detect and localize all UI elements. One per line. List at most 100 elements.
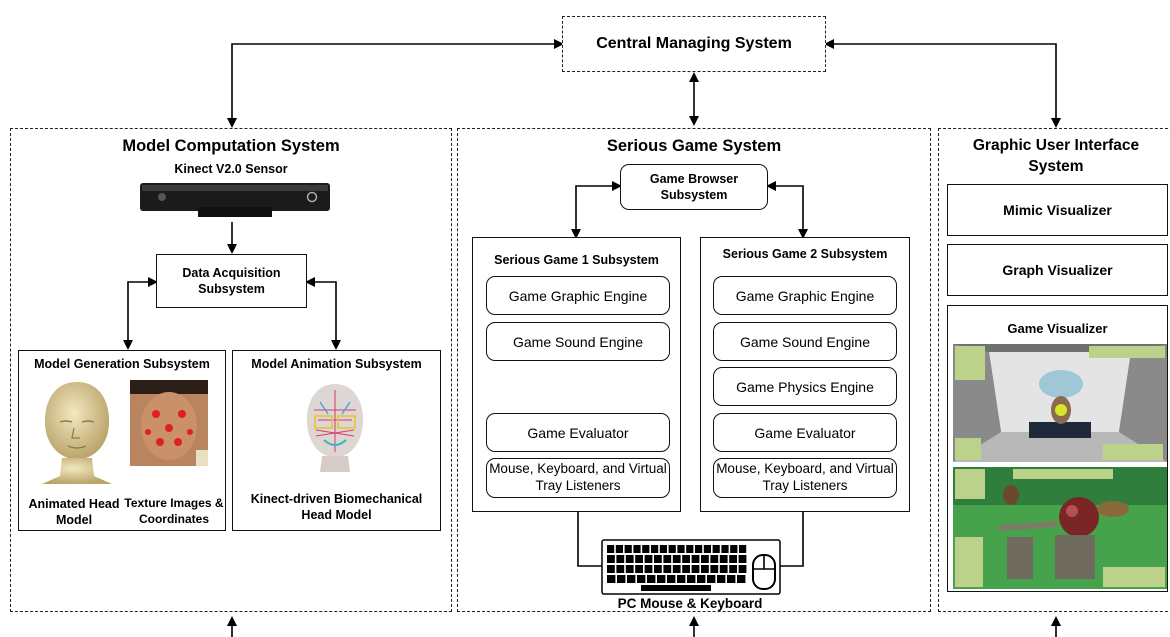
keyboard-key (719, 565, 728, 573)
keyboard-key (738, 555, 747, 563)
graph-visualizer-box: Graph Visualizer (947, 244, 1168, 296)
game1-title: Serious Game 1 Subsystem (494, 253, 659, 267)
game2-listeners: Mouse, Keyboard, and Virtual Tray Listen… (713, 458, 897, 498)
keyboard-key (654, 565, 662, 573)
model-generation-title: Model Generation Subsystem (34, 357, 210, 371)
keyboard-key (730, 545, 738, 553)
serious-game-panel (457, 128, 931, 612)
biomechanical-head-image (298, 380, 372, 476)
arrow-central-to-gui (824, 39, 1061, 128)
game2-evaluator-label: Game Evaluator (754, 424, 856, 441)
keyboard-key (607, 575, 616, 583)
keyboard-key (682, 555, 690, 563)
game-browser-label: Game Browser Subsystem (649, 171, 739, 202)
keyboard-key (627, 575, 636, 583)
keyboard-key (663, 555, 672, 563)
game-screenshot-2 (953, 467, 1167, 589)
keyboard-key (677, 575, 686, 583)
keyboard-key (644, 565, 653, 573)
keyboard-key (729, 555, 737, 563)
kinect-label: Kinect V2.0 Sensor (174, 162, 288, 176)
keyboard-key (672, 555, 681, 563)
game1-evaluator: Game Evaluator (486, 413, 670, 452)
keyboard-key (703, 545, 711, 553)
data-acquisition-box: Data Acquisition Subsystem (156, 254, 307, 308)
keyboard-key (668, 545, 676, 553)
serious-game-title: Serious Game System (606, 137, 782, 155)
game1-listeners: Mouse, Keyboard, and Virtual Tray Listen… (486, 458, 670, 498)
keyboard-key (717, 575, 726, 583)
game2-sound-engine-label: Game Sound Engine (740, 333, 870, 350)
keyboard-key (677, 545, 685, 553)
keyboard-key (616, 565, 625, 573)
keyboard-key (691, 565, 700, 573)
game2-listeners-label: Mouse, Keyboard, and Virtual Tray Listen… (716, 461, 894, 493)
keyboard-key (625, 565, 634, 573)
texture-image (130, 380, 208, 466)
keyboard-key (635, 555, 643, 563)
model-computation-title: Model Computation System (122, 137, 340, 155)
central-label: Central Managing System (596, 35, 792, 52)
game1-sound-engine: Game Sound Engine (486, 322, 670, 361)
game2-title: Serious Game 2 Subsystem (722, 247, 888, 261)
keyboard-key (697, 575, 706, 583)
keyboard-key (625, 555, 634, 563)
gui-title: Graphic User Interface System (972, 137, 1140, 175)
animated-head-caption: Animated Head Model (28, 497, 120, 528)
keyboard-key (701, 565, 709, 573)
mimic-visualizer-box: Mimic Visualizer (947, 184, 1168, 236)
game1-evaluator-label: Game Evaluator (527, 424, 629, 441)
keyboard-key (607, 565, 615, 573)
keyboard-key (707, 575, 716, 583)
keyboard-key (633, 545, 641, 553)
keyboard-key (710, 555, 719, 563)
keyboard-key (729, 565, 737, 573)
keyboard-key (647, 575, 656, 583)
mimic-visualizer-label: Mimic Visualizer (1003, 202, 1112, 218)
keyboard-key (682, 565, 690, 573)
data-acquisition-label: Data Acquisition Subsystem (182, 265, 281, 296)
keyboard-key (644, 555, 653, 563)
keyboard-key (663, 565, 672, 573)
keyboard-key (624, 545, 632, 553)
keyboard-key (686, 545, 694, 553)
game2-physics-engine: Game Physics Engine (713, 367, 897, 406)
keyboard-key (721, 545, 729, 553)
keyboard-key (607, 545, 615, 553)
animated-head-image (34, 378, 120, 488)
keyboard-key (695, 545, 703, 553)
game2-sound-engine: Game Sound Engine (713, 322, 897, 361)
keyboard-key (616, 555, 625, 563)
keyboard-key (667, 575, 676, 583)
keyboard-key (712, 545, 720, 553)
central-managing-system: Central Managing System (562, 16, 826, 72)
keyboard-key (687, 575, 696, 583)
game1-graphic-engine: Game Graphic Engine (486, 276, 670, 315)
game1-listeners-label: Mouse, Keyboard, and Virtual Tray Listen… (489, 461, 667, 493)
keyboard-key (615, 545, 623, 553)
keyboard-key (654, 555, 662, 563)
keyboard-key (672, 565, 681, 573)
game-screenshot-1 (953, 344, 1167, 462)
graph-visualizer-label: Graph Visualizer (1002, 262, 1113, 278)
keyboard-key (710, 565, 719, 573)
keyboard-key (737, 575, 746, 583)
keyboard-key (691, 555, 700, 563)
arrow-central-to-model (227, 39, 564, 128)
game2-graphic-engine-label: Game Graphic Engine (735, 287, 875, 304)
gui-panel (938, 128, 1170, 612)
game1-graphic-engine-label: Game Graphic Engine (508, 287, 648, 304)
keyboard-key (701, 555, 709, 563)
keyboard-key (738, 565, 747, 573)
keyboard-key (727, 575, 736, 583)
game2-physics-engine-label: Game Physics Engine (736, 378, 874, 395)
keyboard-key (739, 545, 747, 553)
texture-caption: Texture Images & Coordinates (124, 496, 224, 526)
keyboard-key (635, 565, 643, 573)
keyboard-spacebar (641, 585, 711, 591)
keyboard-mouse-image (601, 539, 781, 595)
game-visualizer-label: Game Visualizer (1007, 321, 1108, 336)
biomechanical-caption: Kinect-driven Biomechanical Head Model (250, 492, 423, 523)
game-browser-box: Game Browser Subsystem (620, 164, 768, 210)
model-animation-title: Model Animation Subsystem (251, 357, 422, 371)
